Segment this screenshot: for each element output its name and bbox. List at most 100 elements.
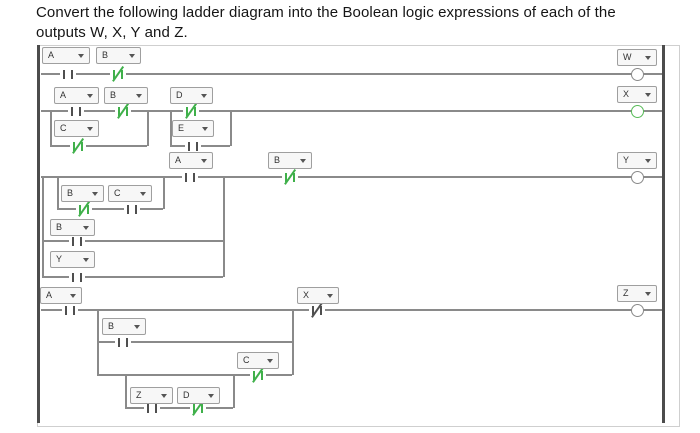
- nc-contact-icon: [70, 138, 86, 154]
- no-contact-icon: [62, 304, 78, 316]
- select-value: A: [48, 50, 55, 60]
- chevron-down-icon: [208, 393, 214, 398]
- nc-contact-icon: [309, 302, 325, 318]
- chevron-down-icon: [129, 53, 135, 58]
- chevron-down-icon: [327, 293, 333, 298]
- right-rail: [662, 45, 665, 423]
- wire-vertical: [57, 177, 59, 209]
- chevron-down-icon: [645, 291, 651, 296]
- rung4-branch2-select[interactable]: C: [237, 352, 279, 369]
- wire-vertical: [292, 310, 294, 375]
- contact-bar: [126, 106, 128, 116]
- wire-vertical: [42, 177, 44, 277]
- select-value: B: [67, 188, 74, 198]
- contact-bar: [135, 204, 137, 214]
- select-value: D: [176, 90, 183, 100]
- rung1-contact2-select[interactable]: B: [96, 47, 141, 64]
- rung2-output-select[interactable]: X: [617, 86, 657, 103]
- no-contact-icon: [69, 271, 85, 283]
- chevron-down-icon: [645, 92, 651, 97]
- nc-contact-icon: [76, 201, 92, 217]
- rung2-contact1-select[interactable]: A: [54, 87, 99, 104]
- nc-contact-icon: [183, 103, 199, 119]
- rung4-output-select[interactable]: Z: [617, 285, 657, 302]
- no-contact-icon: [68, 105, 84, 117]
- wire-vertical: [50, 111, 52, 146]
- contact-bar: [72, 272, 74, 282]
- chevron-down-icon: [300, 158, 306, 163]
- rung4-contact2-select[interactable]: X: [297, 287, 339, 304]
- nc-contact-icon: [250, 367, 266, 383]
- chevron-down-icon: [83, 225, 89, 230]
- contact-bar: [201, 403, 203, 413]
- wire-vertical: [230, 111, 232, 146]
- wire-vertical: [125, 375, 127, 408]
- rung3-output-select[interactable]: Y: [617, 152, 657, 169]
- contact-bar: [188, 141, 190, 151]
- select-value: B: [274, 155, 281, 165]
- coil-w: [630, 67, 644, 81]
- contact-bar: [253, 370, 255, 380]
- select-value: D: [183, 390, 190, 400]
- wire-vertical: [163, 177, 165, 209]
- nc-contact-icon: [115, 103, 131, 119]
- question-line-1: Convert the following ladder diagram int…: [36, 4, 616, 21]
- chevron-down-icon: [70, 293, 76, 298]
- select-value: X: [623, 89, 630, 99]
- wire-horizontal: [41, 110, 662, 112]
- contact-bar: [79, 106, 81, 116]
- contact-bar: [155, 403, 157, 413]
- rung3-branch3-select[interactable]: Y: [50, 251, 95, 268]
- contact-bar: [73, 305, 75, 315]
- contact-bar: [312, 305, 314, 315]
- select-value: B: [110, 90, 117, 100]
- rung4-branch1-select[interactable]: B: [102, 318, 146, 335]
- contact-bar: [186, 106, 188, 116]
- rung3-contact2-select[interactable]: B: [268, 152, 312, 169]
- rung2-contact2-select[interactable]: B: [104, 87, 148, 104]
- contact-bar: [65, 305, 67, 315]
- select-value: E: [178, 123, 185, 133]
- rung3-branch2-select[interactable]: B: [50, 219, 95, 236]
- contact-bar: [193, 403, 195, 413]
- rung2-contact3-select[interactable]: D: [170, 87, 213, 104]
- wire-vertical: [223, 177, 225, 277]
- rung2-branch2-select[interactable]: E: [172, 120, 214, 137]
- wire-horizontal: [41, 309, 662, 311]
- chevron-down-icon: [87, 126, 93, 131]
- rung4-contact1-select[interactable]: A: [40, 287, 82, 304]
- rung3-subbranch2-select[interactable]: C: [108, 185, 152, 202]
- wire-horizontal: [50, 145, 147, 147]
- rung1-output-select[interactable]: W: [617, 49, 657, 66]
- contact-bar: [113, 69, 115, 79]
- select-value: B: [108, 321, 115, 331]
- wire-horizontal: [41, 73, 662, 75]
- rung4-branch3a-select[interactable]: Z: [130, 387, 173, 404]
- nc-contact-icon: [110, 66, 126, 82]
- wire-horizontal: [125, 407, 233, 409]
- contact-bar: [193, 172, 195, 182]
- contact-bar: [320, 305, 322, 315]
- wire-horizontal: [42, 240, 223, 242]
- rung4-branch3b-select[interactable]: D: [177, 387, 220, 404]
- chevron-down-icon: [161, 393, 167, 398]
- contact-bar: [118, 337, 120, 347]
- contact-bar: [127, 204, 129, 214]
- contact-bar: [194, 106, 196, 116]
- wire-horizontal: [97, 341, 292, 343]
- select-value: A: [175, 155, 182, 165]
- rung2-branch1-select[interactable]: C: [54, 120, 99, 137]
- rung3-contact1-select[interactable]: A: [169, 152, 213, 169]
- contact-bar: [80, 236, 82, 246]
- rung3-subbranch1-select[interactable]: B: [61, 185, 104, 202]
- select-value: B: [102, 50, 109, 60]
- chevron-down-icon: [92, 191, 98, 196]
- coil-z: [630, 303, 644, 317]
- coil-x: [630, 104, 644, 118]
- rung1-contact1-select[interactable]: A: [42, 47, 90, 64]
- no-contact-icon: [144, 402, 160, 414]
- question-line-2: outputs W, X, Y and Z.: [36, 24, 188, 41]
- contact-bar: [71, 106, 73, 116]
- select-value: Y: [623, 155, 630, 165]
